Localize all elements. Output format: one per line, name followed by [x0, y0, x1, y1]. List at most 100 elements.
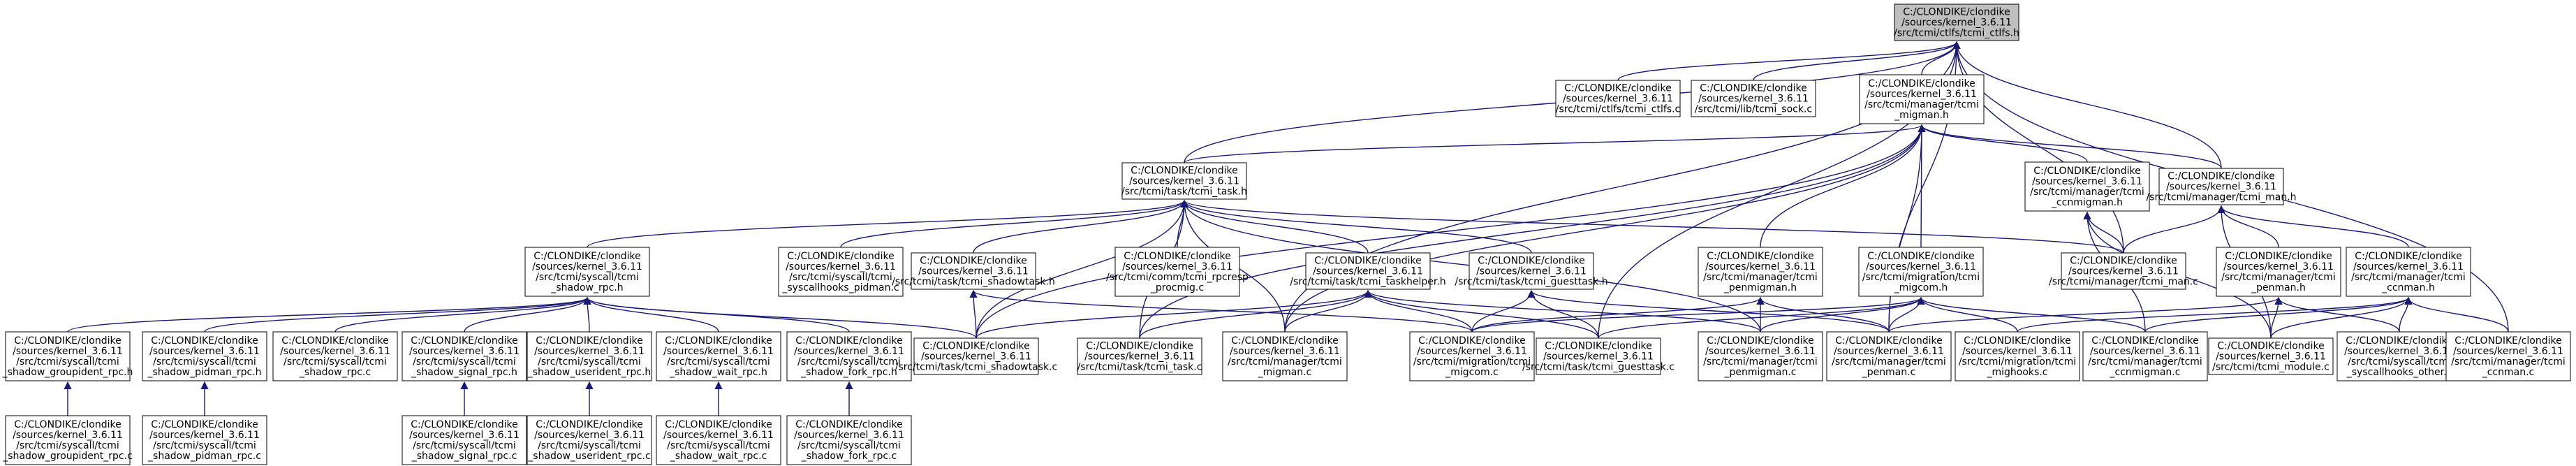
file-node-tcmi-shadow-signal-rpc-h[interactable]: C:/CLONDIKE/clondike/sources/kernel_3.6.…	[402, 331, 527, 381]
file-node-label-line: /src/tcmi/migration/tcmi	[1862, 272, 1980, 283]
file-node-label-line: C:/CLONDIKE/clondike	[1868, 78, 1975, 89]
file-node-tcmi-syscallhooks-pidman-c[interactable]: C:/CLONDIKE/clondike/sources/kernel_3.6.…	[778, 247, 904, 297]
include-edge	[583, 296, 850, 333]
file-node-box	[1114, 247, 1240, 297]
file-node-tcmi-task-c[interactable]: C:/CLONDIKE/clondike/sources/kernel_3.6.…	[1077, 337, 1202, 375]
file-node-box	[5, 331, 131, 381]
file-node-label-line: C:/CLONDIKE/clondike	[1545, 341, 1651, 352]
file-node-label-line: C:/CLONDIKE/clondike	[1131, 166, 1237, 177]
file-node-tcmi-shadow-fork-rpc-c[interactable]: C:/CLONDIKE/clondike/sources/kernel_3.6.…	[786, 415, 912, 465]
file-node-label-line: _penmigman.c	[1723, 367, 1796, 378]
file-node-box	[786, 415, 912, 465]
file-node-tcmi-ctlfs-h[interactable]: C:/CLONDIKE/clondike/sources/kernel_3.6.…	[1894, 3, 2019, 41]
include-edge	[2217, 205, 2409, 248]
file-node-label-line: C:/CLONDIKE/clondike	[1564, 83, 1671, 94]
file-node-tcmi-rpcresp-procmig-c[interactable]: C:/CLONDIKE/clondike/sources/kernel_3.6.…	[1106, 247, 1249, 297]
file-node-tcmi-ccnman-h[interactable]: C:/CLONDIKE/clondike/sources/kernel_3.6.…	[2346, 247, 2471, 297]
file-node-tcmi-shadowtask-h[interactable]: C:/CLONDIKE/clondike/sources/kernel_3.6.…	[892, 252, 1055, 290]
file-node-tcmi-sock-c[interactable]: C:/CLONDIKE/clondike/sources/kernel_3.6.…	[1691, 80, 1816, 117]
file-node-label-line: _penmigman.h	[1723, 282, 1797, 293]
file-node-tcmi-ccnman-c[interactable]: C:/CLONDIKE/clondike/sources/kernel_3.6.…	[2445, 331, 2571, 381]
file-node-label-line: _shadow_groupident_rpc.h	[2, 367, 133, 378]
file-node-label-line: C:/CLONDIKE/clondike	[665, 335, 772, 347]
file-node-label-line: /src/tcmi/task/tcmi_shadowtask.c	[895, 362, 1057, 373]
file-node-label-line: C:/CLONDIKE/clondike	[281, 335, 388, 347]
file-node-tcmi-module-c[interactable]: C:/CLONDIKE/clondike/sources/kernel_3.6.…	[2208, 337, 2334, 375]
file-node-box	[5, 415, 131, 465]
file-node-label-line: /src/tcmi/task/tcmi_task.h	[1121, 187, 1247, 198]
file-node-tcmi-shadow-rpc-c[interactable]: C:/CLONDIKE/clondike/sources/kernel_3.6.…	[272, 331, 398, 381]
file-node-box	[656, 415, 781, 465]
include-edge	[2270, 296, 2413, 339]
file-node-box	[1555, 80, 1681, 117]
include-edge	[1760, 296, 1925, 333]
file-node-label-line: /sources/kernel_3.6.11	[1705, 346, 1816, 357]
file-node-label-line: /src/tcmi/syscall/tcmi	[797, 356, 901, 367]
file-node-label-line: _shadow_pidman_rpc.c	[147, 451, 261, 462]
file-node-tcmi-shadow-wait-rpc-h[interactable]: C:/CLONDIKE/clondike/sources/kernel_3.6.…	[656, 331, 781, 381]
file-node-tcmi-penman-c[interactable]: C:/CLONDIKE/clondike/sources/kernel_3.6.…	[1826, 331, 1952, 381]
file-node-tcmi-ccnmigman-h[interactable]: C:/CLONDIKE/clondike/sources/kernel_3.6.…	[2024, 161, 2150, 212]
file-node-tcmi-penmigman-h[interactable]: C:/CLONDIKE/clondike/sources/kernel_3.6.…	[1698, 247, 1823, 297]
file-node-label-line: C:/CLONDIKE/clondike	[2346, 335, 2452, 347]
file-node-tcmi-migman-c[interactable]: C:/CLONDIKE/clondike/sources/kernel_3.6.…	[1222, 331, 1348, 381]
file-node-tcmi-shadow-fork-rpc-h[interactable]: C:/CLONDIKE/clondike/sources/kernel_3.6.…	[786, 331, 912, 381]
file-node-tcmi-shadow-pidman-rpc-c[interactable]: C:/CLONDIKE/clondike/sources/kernel_3.6.…	[142, 415, 267, 465]
file-node-label-line: /src/tcmi/manager/tcmi	[1864, 99, 1979, 110]
file-node-tcmi-penmigman-c[interactable]: C:/CLONDIKE/clondike/sources/kernel_3.6.…	[1698, 331, 1823, 381]
include-edge	[464, 296, 591, 333]
file-node-tcmi-shadow-groupident-rpc-c[interactable]: C:/CLONDIKE/clondike/sources/kernel_3.6.…	[2, 415, 133, 465]
file-node-tcmi-shadow-userident-rpc-c[interactable]: C:/CLONDIKE/clondike/sources/kernel_3.6.…	[527, 415, 652, 465]
file-node-label-line: /sources/kernel_3.6.11	[1417, 346, 1527, 357]
file-node-label-line: /sources/kernel_3.6.11	[2166, 182, 2276, 193]
file-node-label-line: _migcom.c	[1445, 367, 1498, 378]
file-node-label-line: C:/CLONDIKE/clondike	[787, 251, 894, 262]
file-node-box	[1858, 247, 1984, 297]
file-node-tcmi-migcom-h[interactable]: C:/CLONDIKE/clondike/sources/kernel_3.6.…	[1858, 247, 1984, 297]
file-node-label-line: /sources/kernel_3.6.11	[1122, 261, 1232, 272]
include-edge	[583, 296, 977, 339]
file-node-tcmi-shadow-rpc-h[interactable]: C:/CLONDIKE/clondike/sources/kernel_3.6.…	[524, 247, 650, 297]
file-node-label-line: /src/tcmi/syscall/tcmi	[16, 356, 119, 367]
file-node-tcmi-shadow-userident-rpc-h[interactable]: C:/CLONDIKE/clondike/sources/kernel_3.6.…	[527, 331, 652, 381]
file-node-tcmi-migcom-c[interactable]: C:/CLONDIKE/clondike/sources/kernel_3.6.…	[1409, 331, 1535, 381]
file-node-tcmi-ccnmigman-c[interactable]: C:/CLONDIKE/clondike/sources/kernel_3.6.…	[2082, 331, 2208, 381]
file-node-label-line: /sources/kernel_3.6.11	[2032, 176, 2142, 187]
file-node-label-line: _shadow_fork_rpc.h	[800, 367, 897, 378]
file-node-tcmi-syscallhooks-other-c[interactable]: C:/CLONDIKE/clondike/sources/kernel_3.6.…	[2336, 331, 2462, 381]
file-node-tcmi-guesttask-c[interactable]: C:/CLONDIKE/clondike/sources/kernel_3.6.…	[1522, 337, 1675, 375]
include-edge	[1527, 289, 1599, 339]
file-node-label-line: /src/tcmi/comm/tcmi_rpcresp	[1106, 272, 1249, 283]
file-node-tcmi-migman-h[interactable]: C:/CLONDIKE/clondike/sources/kernel_3.6.…	[1859, 74, 1985, 124]
file-node-label-line: C:/CLONDIKE/clondike	[2070, 256, 2177, 267]
file-node-tcmi-shadow-signal-rpc-c[interactable]: C:/CLONDIKE/clondike/sources/kernel_3.6.…	[402, 415, 527, 465]
include-edge	[204, 296, 591, 333]
file-node-tcmi-penman-h[interactable]: C:/CLONDIKE/clondike/sources/kernel_3.6.…	[2216, 247, 2341, 297]
file-node-tcmi-mighooks-c[interactable]: C:/CLONDIKE/clondike/sources/kernel_3.6.…	[1955, 331, 2080, 381]
file-node-tcmi-ctlfs-c[interactable]: C:/CLONDIKE/clondike/sources/kernel_3.6.…	[1555, 80, 1681, 117]
file-node-tcmi-taskhelper-h[interactable]: C:/CLONDIKE/clondike/sources/kernel_3.6.…	[1290, 252, 1446, 290]
file-node-label-line: /src/tcmi/lib/tcmi_sock.c	[1695, 104, 1812, 115]
file-node-box	[778, 247, 904, 297]
file-node-tcmi-man-h[interactable]: C:/CLONDIKE/clondike/sources/kernel_3.6.…	[2146, 168, 2297, 205]
file-node-box	[1536, 337, 1661, 375]
file-node-label-line: /src/tcmi/manager/tcmi	[2451, 356, 2566, 367]
file-node-label-line: /sources/kernel_3.6.11	[409, 430, 520, 441]
include-edge	[1598, 296, 1925, 339]
file-node-label-line: /src/tcmi/ctlfs/tcmi_ctlfs.h	[1894, 28, 2019, 39]
file-node-tcmi-guesttask-h[interactable]: C:/CLONDIKE/clondike/sources/kernel_3.6.…	[1455, 252, 1608, 290]
file-node-label-line: _shadow_signal_rpc.c	[411, 451, 517, 462]
file-node-tcmi-shadow-pidman-rpc-h[interactable]: C:/CLONDIKE/clondike/sources/kernel_3.6.…	[142, 331, 267, 381]
include-edge	[1364, 289, 1599, 339]
include-edge	[1180, 199, 2124, 254]
file-node-tcmi-task-h[interactable]: C:/CLONDIKE/clondike/sources/kernel_3.6.…	[1121, 162, 1247, 200]
file-node-label-line: /src/tcmi/manager/tcmi_man.c	[2049, 277, 2198, 288]
file-node-tcmi-man-c[interactable]: C:/CLONDIKE/clondike/sources/kernel_3.6.…	[2049, 252, 2198, 290]
file-node-label-line: C:/CLONDIKE/clondike	[14, 419, 121, 430]
file-node-label-line: C:/CLONDIKE/clondike	[1314, 256, 1421, 267]
include-edge	[1753, 41, 1961, 81]
file-node-tcmi-shadow-wait-rpc-c[interactable]: C:/CLONDIKE/clondike/sources/kernel_3.6.…	[656, 415, 781, 465]
file-node-label-line: C:/CLONDIKE/clondike	[2091, 335, 2198, 347]
file-node-tcmi-shadow-groupident-rpc-h[interactable]: C:/CLONDIKE/clondike/sources/kernel_3.6.…	[2, 331, 133, 381]
file-node-tcmi-shadowtask-c[interactable]: C:/CLONDIKE/clondike/sources/kernel_3.6.…	[895, 337, 1057, 375]
